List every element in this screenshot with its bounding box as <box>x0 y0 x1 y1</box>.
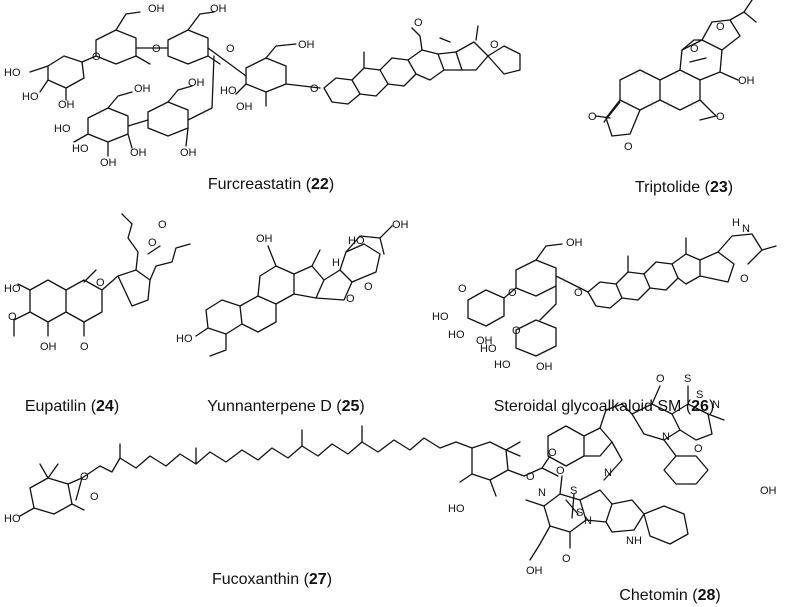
atom-label: HO <box>220 85 237 97</box>
atom-label: O <box>80 341 89 353</box>
atom-label: OH <box>760 485 777 497</box>
atom-label: O <box>694 443 703 455</box>
atom-label: HO <box>4 283 21 295</box>
compound-label-yunnanterpene-d: Yunnanterpene D (25) <box>207 398 364 415</box>
atom-label: N <box>584 515 592 527</box>
structure-steroidal-glycoalkaloid <box>467 233 777 357</box>
compound-label-triptolide: Triptolide (23) <box>635 179 733 196</box>
atom-label: N <box>712 399 720 411</box>
atom-label: N <box>604 467 612 479</box>
atom-label: OH <box>738 75 755 87</box>
atom-label: OH <box>536 361 553 373</box>
atom-label: OH <box>392 219 409 231</box>
atom-label: OH <box>58 99 75 111</box>
atom-label: O <box>562 553 571 565</box>
atom-label: OH <box>134 83 151 95</box>
compound-label-steroidal-glycoalkaloid: Steroidal glycoalkaloid SM (26) <box>494 398 715 415</box>
atom-label: HO <box>432 311 449 323</box>
atom-label: O <box>716 21 725 33</box>
atom-label: OH <box>210 3 227 15</box>
atom-label: S <box>570 485 577 497</box>
atom-label: HO <box>22 91 39 103</box>
atom-label: HO <box>348 235 365 247</box>
atom-label: O <box>490 39 499 51</box>
atom-label: O <box>574 287 583 299</box>
atom-label: OH <box>40 341 57 353</box>
atom-label: OH <box>100 157 117 169</box>
atom-label: O <box>716 111 725 123</box>
atom-label: O <box>226 43 235 55</box>
atom-label: N <box>538 487 546 499</box>
atom-label: OH <box>526 565 543 577</box>
atom-label: OH <box>188 77 205 89</box>
atom-label: O <box>92 51 101 63</box>
atom-label: H <box>332 257 340 269</box>
atom-label: HO <box>448 329 465 341</box>
compound-label-chetomin: Chetomin (28) <box>619 587 720 604</box>
atom-label: O <box>80 471 89 483</box>
atom-label: OH <box>130 147 147 159</box>
atom-label: O <box>364 281 373 293</box>
atom-label: O <box>310 83 319 95</box>
atom-label: O <box>548 447 557 459</box>
atom-label: HO <box>4 513 21 525</box>
atom-label: O <box>656 373 665 385</box>
atom-label: O <box>588 111 597 123</box>
atom-label: O <box>512 325 521 337</box>
atom-label: OH <box>148 3 165 15</box>
atom-label: O <box>152 43 161 55</box>
atom-label: OH <box>180 147 197 159</box>
atom-label: O <box>526 471 535 483</box>
atom-label: OH <box>566 237 583 249</box>
atom-label: S <box>696 389 703 401</box>
atom-label: O <box>740 273 749 285</box>
structure-eupatilin <box>13 213 191 337</box>
compound-label-eupatilin: Eupatilin (24) <box>25 398 119 415</box>
atom-label: O <box>624 141 633 153</box>
structure-fucoxanthin <box>19 425 559 517</box>
structure-triptolide <box>595 0 757 137</box>
atom-label: OH <box>298 39 315 51</box>
atom-label: O <box>690 43 699 55</box>
atom-label: HO <box>494 359 511 371</box>
structure-furcreastatin <box>29 11 521 157</box>
atom-label: HO <box>480 343 497 355</box>
atom-label: HO <box>448 503 465 515</box>
atom-label: HO <box>54 123 71 135</box>
atom-label: HO <box>72 143 89 155</box>
compound-label-fucoxanthin: Fucoxanthin (27) <box>212 571 332 588</box>
atom-label: N <box>662 431 670 443</box>
atom-label: O <box>8 311 17 323</box>
atom-label: OH <box>256 233 273 245</box>
atom-label: S <box>684 373 691 385</box>
atom-label: NH <box>626 535 642 547</box>
atom-label: H <box>732 217 740 229</box>
atom-label: S <box>576 507 583 519</box>
atom-label: O <box>414 17 423 29</box>
atom-label: O <box>508 287 517 299</box>
compound-label-furcreastatin: Furcreastatin (22) <box>208 176 334 193</box>
atom-label: O <box>96 277 105 289</box>
atom-label: O <box>90 491 99 503</box>
structure-yunnanterpene-d <box>195 225 393 357</box>
atom-label: O <box>458 283 467 295</box>
atom-label: OH <box>236 101 253 113</box>
atom-label: OH <box>476 335 493 347</box>
atom-label: O <box>346 293 355 305</box>
atom-label: N <box>742 223 750 235</box>
atom-label: O <box>158 219 167 231</box>
structure-chetomin <box>525 385 725 561</box>
atom-label: HO <box>4 67 21 79</box>
atom-label: HO <box>176 333 193 345</box>
atom-label: O <box>556 465 565 477</box>
atom-label: O <box>148 237 157 249</box>
